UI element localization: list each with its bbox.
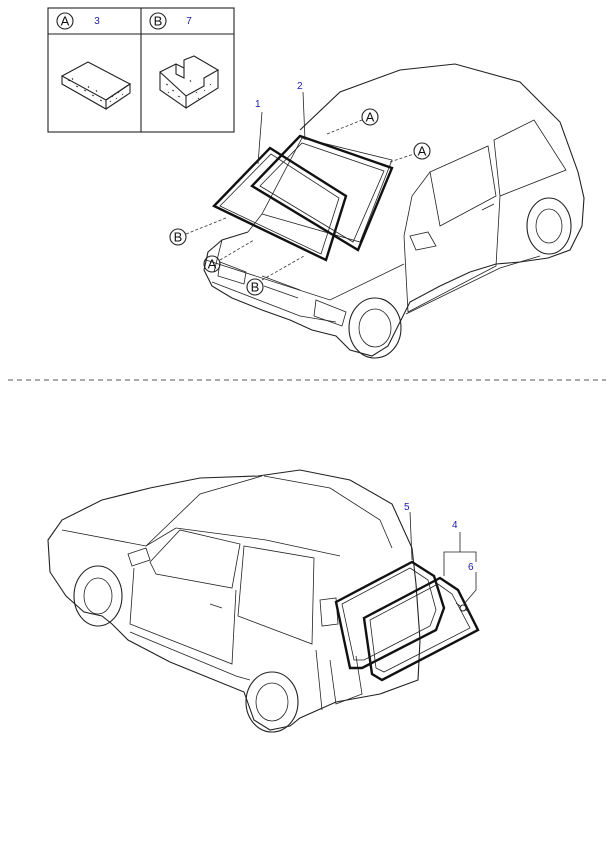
legend-a-part-number: 3 (94, 16, 100, 27)
legend-cell-a: A 3 (56, 12, 132, 110)
legend-b-letter: B (154, 14, 163, 29)
marker-b-circle (149, 12, 167, 30)
front-windshield-glass (211, 146, 348, 262)
callout-5: 5 (404, 502, 410, 513)
svg-text:A: A (208, 257, 217, 272)
legend-a-letter: A (61, 14, 70, 29)
callout-2: 2 (297, 81, 303, 92)
front-view-car-illustration (203, 63, 585, 359)
marker-b-bottom: B (246, 255, 305, 296)
marker-a-right: A (389, 142, 431, 163)
svg-text:A: A (366, 110, 375, 125)
marker-a-bottom: A (203, 239, 255, 273)
marker-a-circle (56, 12, 74, 30)
front-windshield-molding (250, 134, 394, 252)
rear-callouts: 5 4 6 (404, 502, 477, 605)
callout-6: 6 (468, 562, 474, 573)
callout-1: 1 (255, 99, 261, 110)
svg-text:A: A (418, 144, 427, 159)
callout-4: 4 (452, 520, 458, 531)
front-callouts: 1 2 A A A B B (169, 81, 431, 296)
foam-block-b-icon (159, 55, 220, 110)
marker-a-top: A (326, 108, 379, 135)
svg-text:B: B (174, 230, 183, 245)
legend-table: A 3 B 7 (47, 7, 235, 133)
svg-text:B: B (251, 280, 260, 295)
rear-view-car-illustration (47, 469, 421, 733)
rear-window-clip-icon (455, 602, 471, 613)
legend-cell-b: B 7 (149, 12, 220, 110)
rear-window-molding (362, 576, 480, 682)
legend-b-part-number: 7 (186, 16, 192, 27)
marker-b-left: B (169, 217, 227, 246)
rear-window-glass (334, 560, 446, 670)
foam-block-a-icon (60, 61, 132, 110)
